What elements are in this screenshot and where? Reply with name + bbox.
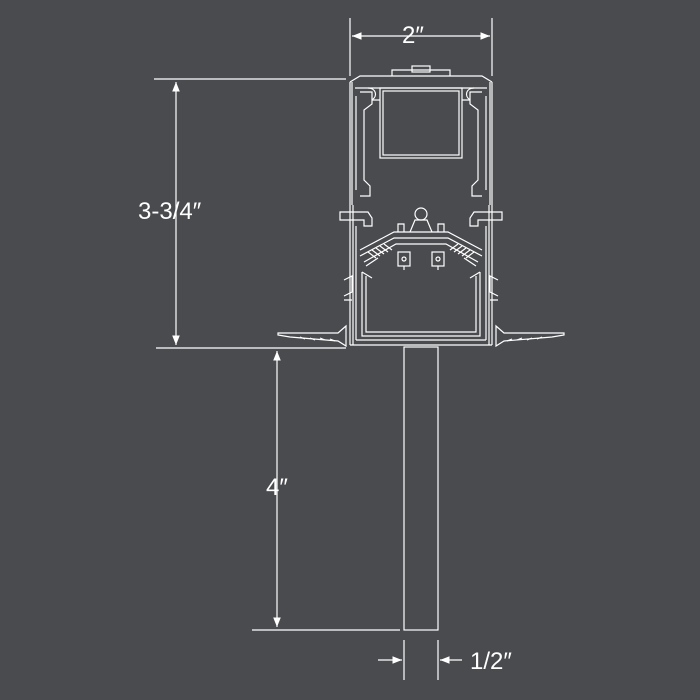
flange-right: [495, 324, 565, 348]
height-dimension: [154, 78, 346, 349]
mounting-stem: [403, 346, 439, 631]
width-dimension: [349, 18, 493, 76]
stem-length-label: 4″: [266, 474, 288, 501]
overall-height-label: 3-3/4″: [138, 198, 202, 225]
stem-width-label: 1/2″: [470, 648, 512, 675]
flange-left: [277, 324, 347, 348]
upper-housing: [349, 65, 493, 205]
stem-length-dimension: [252, 351, 400, 631]
stem-width-dimension: [378, 640, 462, 680]
lower-housing: [339, 205, 503, 346]
overall-width-label: 2″: [402, 22, 424, 49]
